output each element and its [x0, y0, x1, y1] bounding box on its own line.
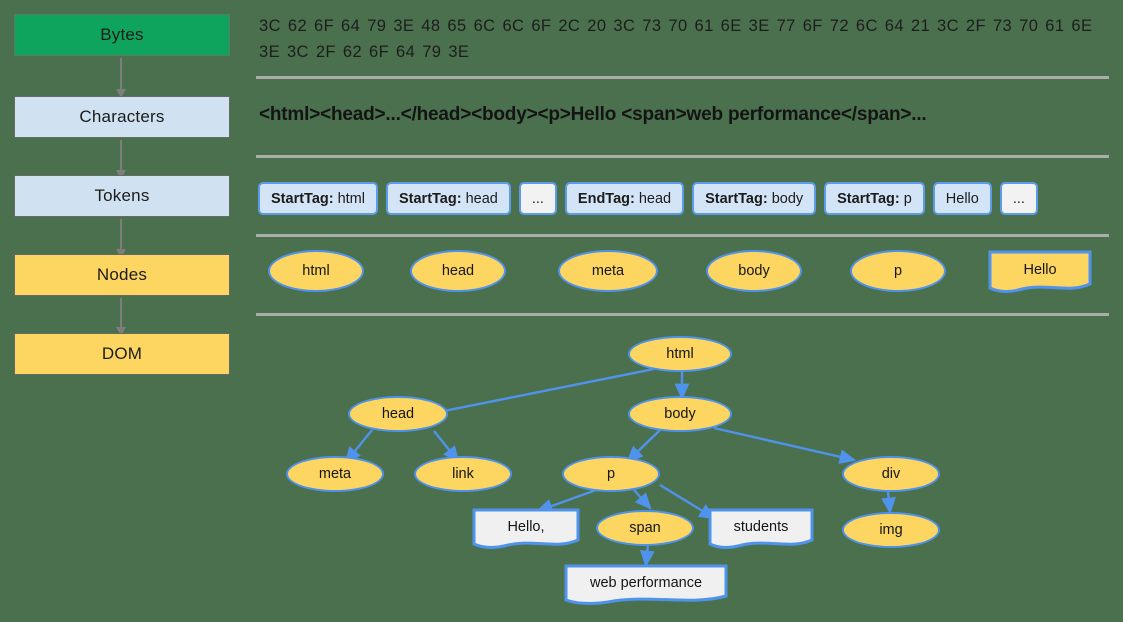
tree-node-text-hello[interactable]: Hello,	[472, 508, 580, 550]
pipeline-step-label: Characters	[79, 107, 165, 126]
token-kind: StartTag:	[705, 190, 768, 207]
pipeline-step-label: Tokens	[94, 186, 150, 205]
characters-markup-text: <html><head>...</head><body><p>Hello <sp…	[259, 104, 927, 125]
section-divider-bytes	[256, 76, 1109, 79]
tree-node-body[interactable]: body	[628, 396, 732, 432]
section-divider-tokens	[256, 234, 1109, 237]
pipeline-step-characters[interactable]: Characters	[14, 96, 230, 138]
token-value: ...	[1012, 190, 1025, 207]
token-value: ...	[531, 190, 544, 207]
dom-tree: html head body meta link p div Hello, sp…	[256, 322, 1116, 622]
tree-node-label: html	[666, 346, 694, 362]
tree-node-head[interactable]: head	[348, 396, 448, 432]
pipeline-arrow-4	[116, 298, 126, 336]
document-shape-icon	[564, 564, 728, 605]
pipeline-step-label: Nodes	[96, 265, 148, 284]
token-chip[interactable]: EndTag:head	[564, 182, 685, 215]
tree-node-html[interactable]: html	[628, 336, 732, 372]
pipeline-arrow-3	[116, 219, 126, 258]
pipeline-column: Bytes Characters Tokens Nodes DOM	[0, 0, 250, 390]
token-kind: StartTag:	[837, 190, 900, 207]
tree-node-div[interactable]: div	[842, 456, 940, 492]
token-kind: StartTag:	[398, 190, 462, 207]
section-divider-characters	[256, 155, 1109, 158]
tree-node-label: meta	[318, 466, 352, 482]
node-label: html	[302, 263, 330, 279]
tree-node-text-web-performance[interactable]: web performance	[564, 564, 728, 606]
token-kind: StartTag:	[271, 190, 334, 207]
pipeline-step-label: DOM	[101, 344, 143, 363]
node-label: Hello	[1023, 261, 1057, 278]
tree-node-label: Hello,	[507, 518, 545, 535]
tree-node-meta[interactable]: meta	[286, 456, 384, 492]
tree-node-label: img	[879, 522, 903, 538]
document-shape-icon	[708, 508, 814, 549]
node-ellipse-body[interactable]: body	[706, 250, 802, 292]
node-ellipse-meta[interactable]: meta	[558, 250, 658, 292]
tree-node-label: head	[381, 406, 415, 422]
token-value: head	[638, 190, 672, 207]
pipeline-step-dom[interactable]: DOM	[14, 333, 230, 375]
tree-node-label: link	[452, 466, 474, 482]
node-ellipse-html[interactable]: html	[268, 250, 364, 292]
token-value: body	[771, 190, 804, 207]
node-label: p	[893, 263, 903, 279]
token-kind: EndTag:	[577, 190, 635, 207]
section-divider-nodes	[256, 313, 1109, 316]
pipeline-step-bytes[interactable]: Bytes	[14, 14, 230, 56]
token-value: Hello	[945, 190, 979, 207]
tree-node-label: students	[733, 518, 789, 535]
nodes-row: html head meta body p Hello	[262, 250, 1112, 300]
tree-node-label: p	[606, 466, 616, 482]
token-value: html	[337, 190, 365, 207]
pipeline-step-label: Bytes	[100, 25, 144, 44]
token-chip-ellipsis[interactable]: ...	[999, 182, 1038, 215]
node-label: meta	[591, 263, 625, 279]
token-value: head	[465, 190, 498, 207]
tree-node-label: web performance	[589, 574, 703, 591]
tree-node-span[interactable]: span	[596, 510, 694, 546]
pipeline-step-tokens[interactable]: Tokens	[14, 175, 230, 217]
token-chip[interactable]: StartTag:html	[258, 182, 378, 215]
tokens-row: StartTag:html StartTag:head ... EndTag:h…	[258, 182, 1038, 215]
tree-node-img[interactable]: img	[842, 512, 940, 548]
node-document-hello[interactable]: Hello	[988, 250, 1092, 294]
node-label: body	[738, 263, 770, 279]
node-label: head	[441, 263, 475, 279]
node-ellipse-p[interactable]: p	[850, 250, 946, 292]
token-chip[interactable]: StartTag:body	[692, 182, 817, 215]
tree-node-text-students[interactable]: students	[708, 508, 814, 550]
token-chip-text[interactable]: Hello	[932, 182, 992, 215]
token-chip[interactable]: StartTag:p	[824, 182, 925, 215]
tree-node-label: span	[629, 520, 661, 536]
pipeline-arrow-1	[116, 58, 126, 98]
tree-node-p[interactable]: p	[562, 456, 660, 492]
document-shape-icon	[472, 508, 580, 549]
token-chip-ellipsis[interactable]: ...	[518, 182, 557, 215]
tree-node-label: div	[881, 466, 901, 482]
token-value: p	[903, 190, 912, 207]
tree-node-link[interactable]: link	[414, 456, 512, 492]
document-shape-icon	[988, 250, 1092, 293]
tree-node-label: body	[664, 406, 696, 422]
token-chip[interactable]: StartTag:head	[385, 182, 511, 215]
pipeline-arrow-2	[116, 140, 126, 179]
node-ellipse-head[interactable]: head	[410, 250, 506, 292]
bytes-hex-text: 3C 62 6F 64 79 3E 48 65 6C 6C 6F 2C 20 3…	[259, 17, 1093, 61]
pipeline-step-nodes[interactable]: Nodes	[14, 254, 230, 296]
